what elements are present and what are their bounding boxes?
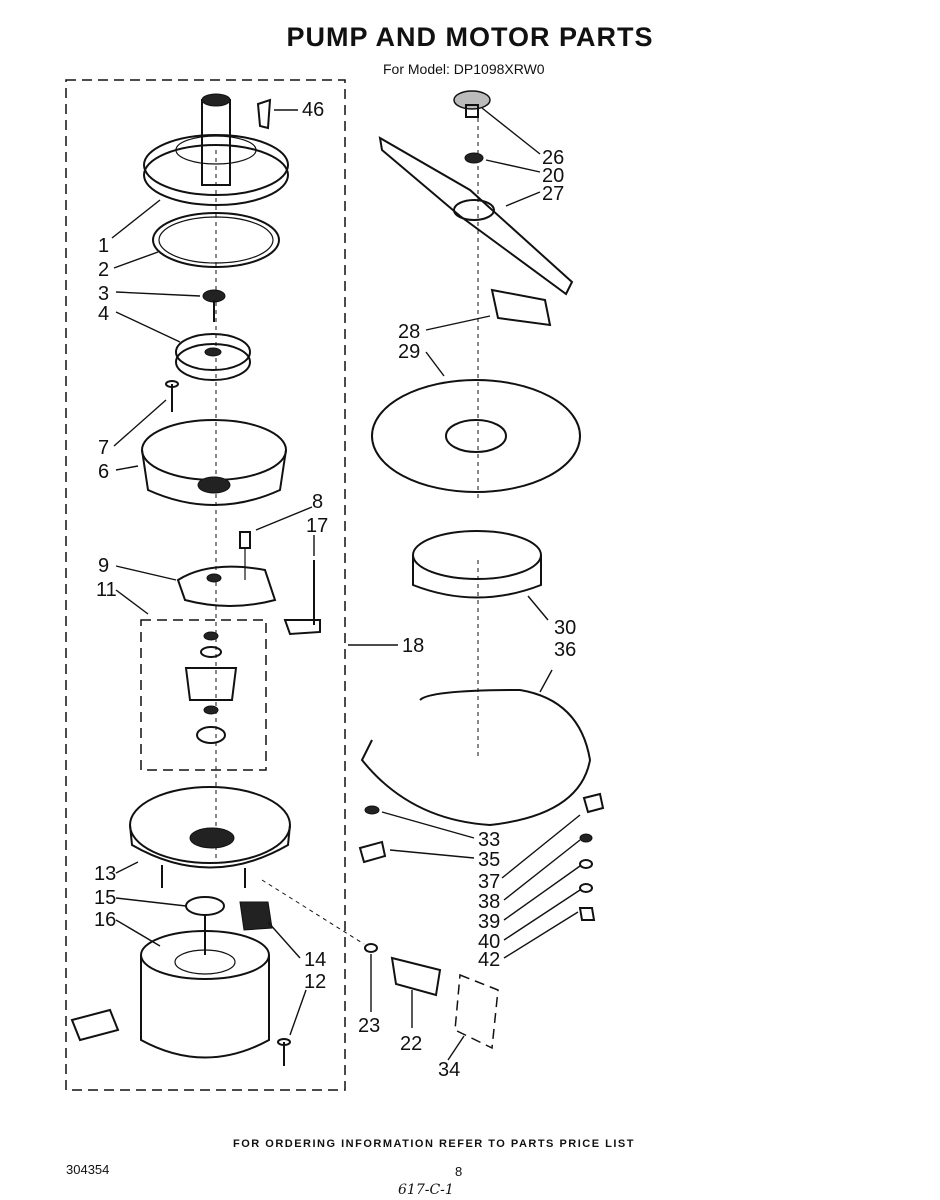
part-14-block <box>239 901 273 931</box>
part-27-spray-arm <box>378 136 574 296</box>
callout-42: 42 <box>478 949 500 971</box>
callout-18: 18 <box>402 635 424 657</box>
part-15-washer <box>185 896 225 916</box>
callout-37: 37 <box>478 871 500 893</box>
part-34-bracket <box>454 973 499 1050</box>
callout-9: 9 <box>98 555 109 577</box>
callout-22: 22 <box>400 1033 422 1055</box>
callout-28: 28 <box>398 321 420 343</box>
part-11-impeller-kit <box>184 631 238 744</box>
callout-39: 39 <box>478 911 500 933</box>
callout-36: 36 <box>554 639 576 661</box>
callout-33: 33 <box>478 829 500 851</box>
document-number: 304354 <box>66 1162 110 1177</box>
part-17-rod <box>283 560 321 636</box>
callout-46: 46 <box>302 99 324 121</box>
callout-13: 13 <box>94 863 116 885</box>
part-29-filter-screen <box>371 379 581 493</box>
part-13-motor-mount <box>129 786 291 888</box>
handwritten-mark: 617-C-1 <box>398 1182 454 1198</box>
leader-lines <box>111 107 581 1061</box>
part-7-screw <box>165 380 179 412</box>
callout-14: 14 <box>304 949 326 971</box>
callout-38: 38 <box>478 891 500 913</box>
callout-16: 16 <box>94 909 116 931</box>
part-8-screw <box>239 531 251 580</box>
part-2-seal-ring <box>152 212 280 268</box>
page-title: PUMP AND MOTOR PARTS <box>286 22 654 52</box>
callout-12: 12 <box>304 971 326 993</box>
part-16-motor <box>70 915 270 1059</box>
callout-15: 15 <box>94 887 116 909</box>
impeller-kit-boundary <box>140 619 267 771</box>
model-subtitle: For Model: DP1098XRW0 <box>383 61 545 77</box>
page-number: 8 <box>455 1164 463 1179</box>
part-30-ring <box>412 530 542 599</box>
callout-2: 2 <box>98 259 109 281</box>
callout-8: 8 <box>312 491 323 513</box>
part-35-bracket <box>358 840 387 864</box>
part-36-heater <box>360 688 592 827</box>
callout-26: 26 <box>542 147 564 169</box>
callout-40: 40 <box>478 931 500 953</box>
part-9-plate <box>176 565 277 607</box>
callout-20: 20 <box>542 165 564 187</box>
part-23-oring <box>364 943 378 953</box>
callout-23: 23 <box>358 1015 380 1037</box>
callout-29: 29 <box>398 341 420 363</box>
pump-assembly-boundary <box>65 79 346 1091</box>
part-6-pump-base <box>141 419 287 506</box>
callout-34: 34 <box>438 1059 460 1081</box>
callout-27: 27 <box>542 183 564 205</box>
part-22-thermostat <box>390 956 442 997</box>
callout-30: 30 <box>554 617 576 639</box>
part-28-deflector <box>490 288 552 327</box>
part-20-washer <box>464 152 484 164</box>
part-26-cap <box>453 90 491 118</box>
part-1-pump-cover <box>143 93 289 206</box>
part-33-washer <box>364 805 380 815</box>
callout-6: 6 <box>98 461 109 483</box>
callout-3: 3 <box>98 283 109 305</box>
callout-11: 11 <box>96 579 117 601</box>
callout-35: 35 <box>478 849 500 871</box>
callout-7: 7 <box>98 437 109 459</box>
callout-4: 4 <box>98 303 109 325</box>
part-37-42-fasteners <box>578 792 605 921</box>
ordering-info-note: FOR ORDERING INFORMATION REFER TO PARTS … <box>233 1138 635 1150</box>
callout-17: 17 <box>306 515 328 537</box>
part-12-screw <box>277 1038 291 1066</box>
part-4-impeller <box>175 333 251 381</box>
callout-1: 1 <box>98 235 109 257</box>
part-46-clip <box>256 98 272 130</box>
part-3-bolt <box>202 289 226 322</box>
